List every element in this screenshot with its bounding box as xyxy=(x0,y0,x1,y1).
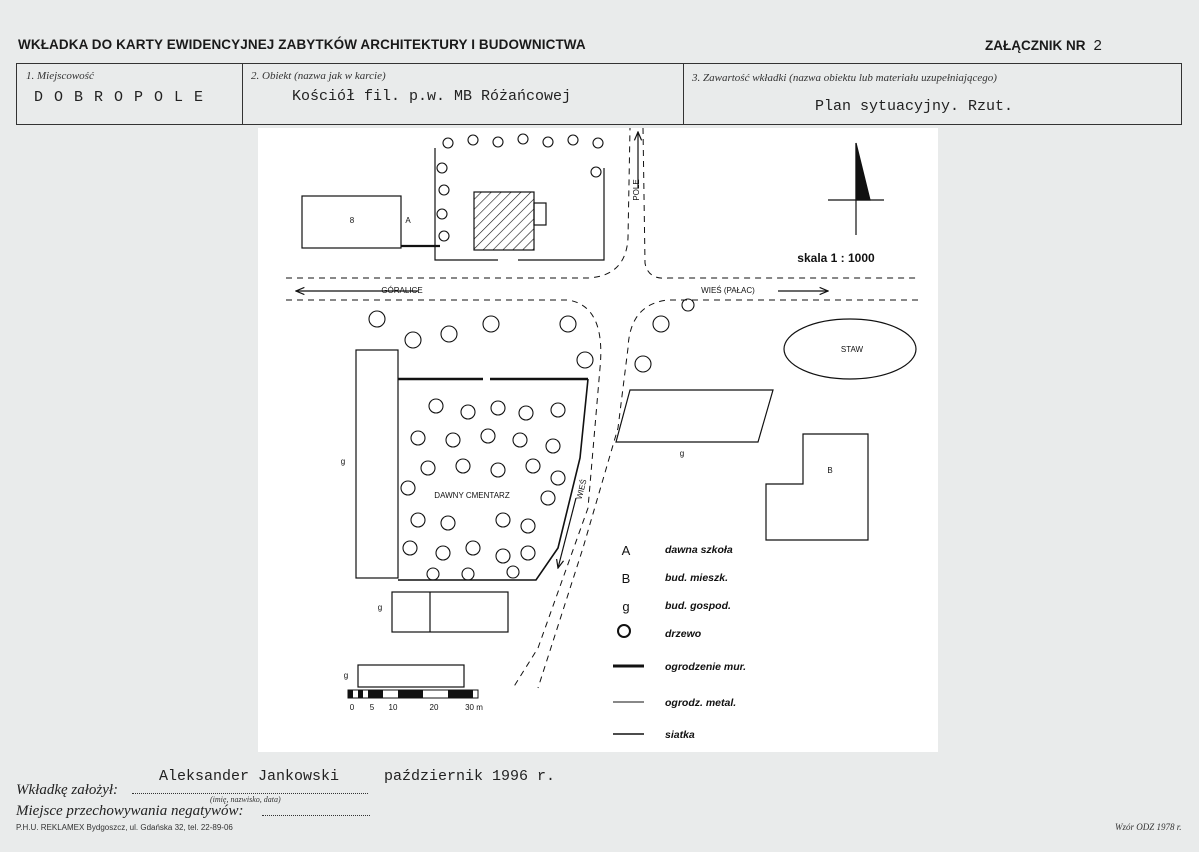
label-staw: STAW xyxy=(841,345,864,354)
form-title: WKŁADKA DO KARTY EWIDENCYJNEJ ZABYTKÓW A… xyxy=(18,37,586,52)
site-plan: 8 A GÓRALICE WIEŚ (PAŁAC) POLE WIEŚ STAW… xyxy=(258,127,938,752)
label-8: 8 xyxy=(350,216,355,225)
content-label: 3. Zawartość wkładki (nazwa obiektu lub … xyxy=(692,72,997,84)
label-g-2: g xyxy=(680,449,684,458)
legend: A B g dawna szkoła bud. mieszk. bud. gos… xyxy=(613,543,746,741)
building-g-south xyxy=(391,591,509,633)
legend-symbol-g: g xyxy=(622,599,629,614)
building-g-small xyxy=(357,664,465,688)
author-label: Wkładkę założył: xyxy=(16,782,119,798)
arrow-south xyxy=(558,497,577,568)
scale-tick-0: 0 xyxy=(350,703,355,712)
north-arrow-head xyxy=(855,142,871,201)
object-label: 2. Obiekt (nazwa jak w karcie) xyxy=(251,70,386,82)
scale-tick-20: 20 xyxy=(430,703,439,712)
legend-text-metal: ogrodz. metal. xyxy=(665,697,736,709)
legend-text-tree: drzewo xyxy=(665,628,702,640)
road-north-west-edge xyxy=(286,127,631,279)
label-b: B xyxy=(827,466,832,475)
label-goralice: GÓRALICE xyxy=(381,286,422,295)
church-building xyxy=(473,191,535,251)
building-b xyxy=(765,433,869,541)
object-value: Kościół fil. p.w. MB Różańcowej xyxy=(292,88,572,105)
attachment-number: ZAŁĄCZNIK NR 2 xyxy=(985,37,1102,54)
trees xyxy=(368,133,695,581)
label-g-4: g xyxy=(344,671,348,680)
header-divider xyxy=(16,63,1182,64)
legend-text-g: bud. gospod. xyxy=(665,600,731,612)
label-g-3: g xyxy=(378,603,382,612)
scale-tick-30: 30 m xyxy=(465,703,483,712)
label-wies-palac: WIEŚ (PAŁAC) xyxy=(701,286,755,295)
building-g-east xyxy=(615,389,774,443)
scale-tick-10: 10 xyxy=(389,703,398,712)
author-value: Aleksander Jankowski xyxy=(159,768,340,785)
cemetery-fence-east xyxy=(398,378,589,581)
date-value: październik 1996 r. xyxy=(384,768,556,785)
storage-dotted-line xyxy=(262,815,370,816)
legend-text-b: bud. mieszk. xyxy=(665,572,728,584)
scale-tick-5: 5 xyxy=(370,703,375,712)
road-south-east-edge xyxy=(537,299,918,689)
legend-tree-icon xyxy=(617,624,631,638)
building-g-long xyxy=(355,349,399,579)
attachment-label: ZAŁĄCZNIK NR xyxy=(985,38,1086,53)
label-g-1: g xyxy=(341,457,345,466)
attachment-value: 2 xyxy=(1093,37,1102,54)
metal-fence-west xyxy=(434,148,498,261)
label-a: A xyxy=(405,216,411,225)
legend-symbol-b: B xyxy=(622,571,631,586)
metal-fence-east xyxy=(518,168,605,261)
building-8-a xyxy=(301,195,402,249)
road-south-west-edge xyxy=(286,299,602,689)
printer-info: P.H.U. REKLAMEX Bydgoszcz, ul. Gdańska 3… xyxy=(16,823,233,832)
scale-text: skala 1 : 1000 xyxy=(797,251,875,265)
locality-label: 1. Miejscowość xyxy=(26,70,94,82)
fields-divider xyxy=(16,124,1182,125)
label-cemetery: DAWNY CMENTARZ xyxy=(434,491,510,500)
pond xyxy=(783,318,917,380)
legend-text-a: dawna szkoła xyxy=(665,544,733,556)
field-border-left xyxy=(16,63,17,124)
storage-label: Miejsce przechowywania negatywów: xyxy=(16,803,244,819)
legend-text-mesh: siatka xyxy=(665,729,695,741)
author-dotted-line xyxy=(132,793,368,794)
church-porch xyxy=(533,202,547,226)
legend-symbol-a: A xyxy=(622,543,631,558)
site-plan-drawing: 8 A GÓRALICE WIEŚ (PAŁAC) POLE WIEŚ STAW… xyxy=(286,127,918,741)
content-value: Plan sytuacyjny. Rzut. xyxy=(815,98,1014,115)
label-wies: WIEŚ xyxy=(575,478,589,500)
label-pole: POLE xyxy=(632,179,641,200)
road-north-east-edge xyxy=(642,127,918,279)
scalebar: 0 5 10 20 30 m xyxy=(347,689,483,712)
field-border-right xyxy=(1181,63,1182,124)
field-border-1 xyxy=(242,63,243,124)
template-info: Wzór ODZ 1978 r. xyxy=(1115,822,1182,832)
field-border-2 xyxy=(683,63,684,124)
author-hint: (imię, nazwisko, data) xyxy=(210,795,281,804)
legend-text-wall: ogrodzenie mur. xyxy=(665,661,746,673)
locality-value: D O B R O P O L E xyxy=(34,89,205,106)
